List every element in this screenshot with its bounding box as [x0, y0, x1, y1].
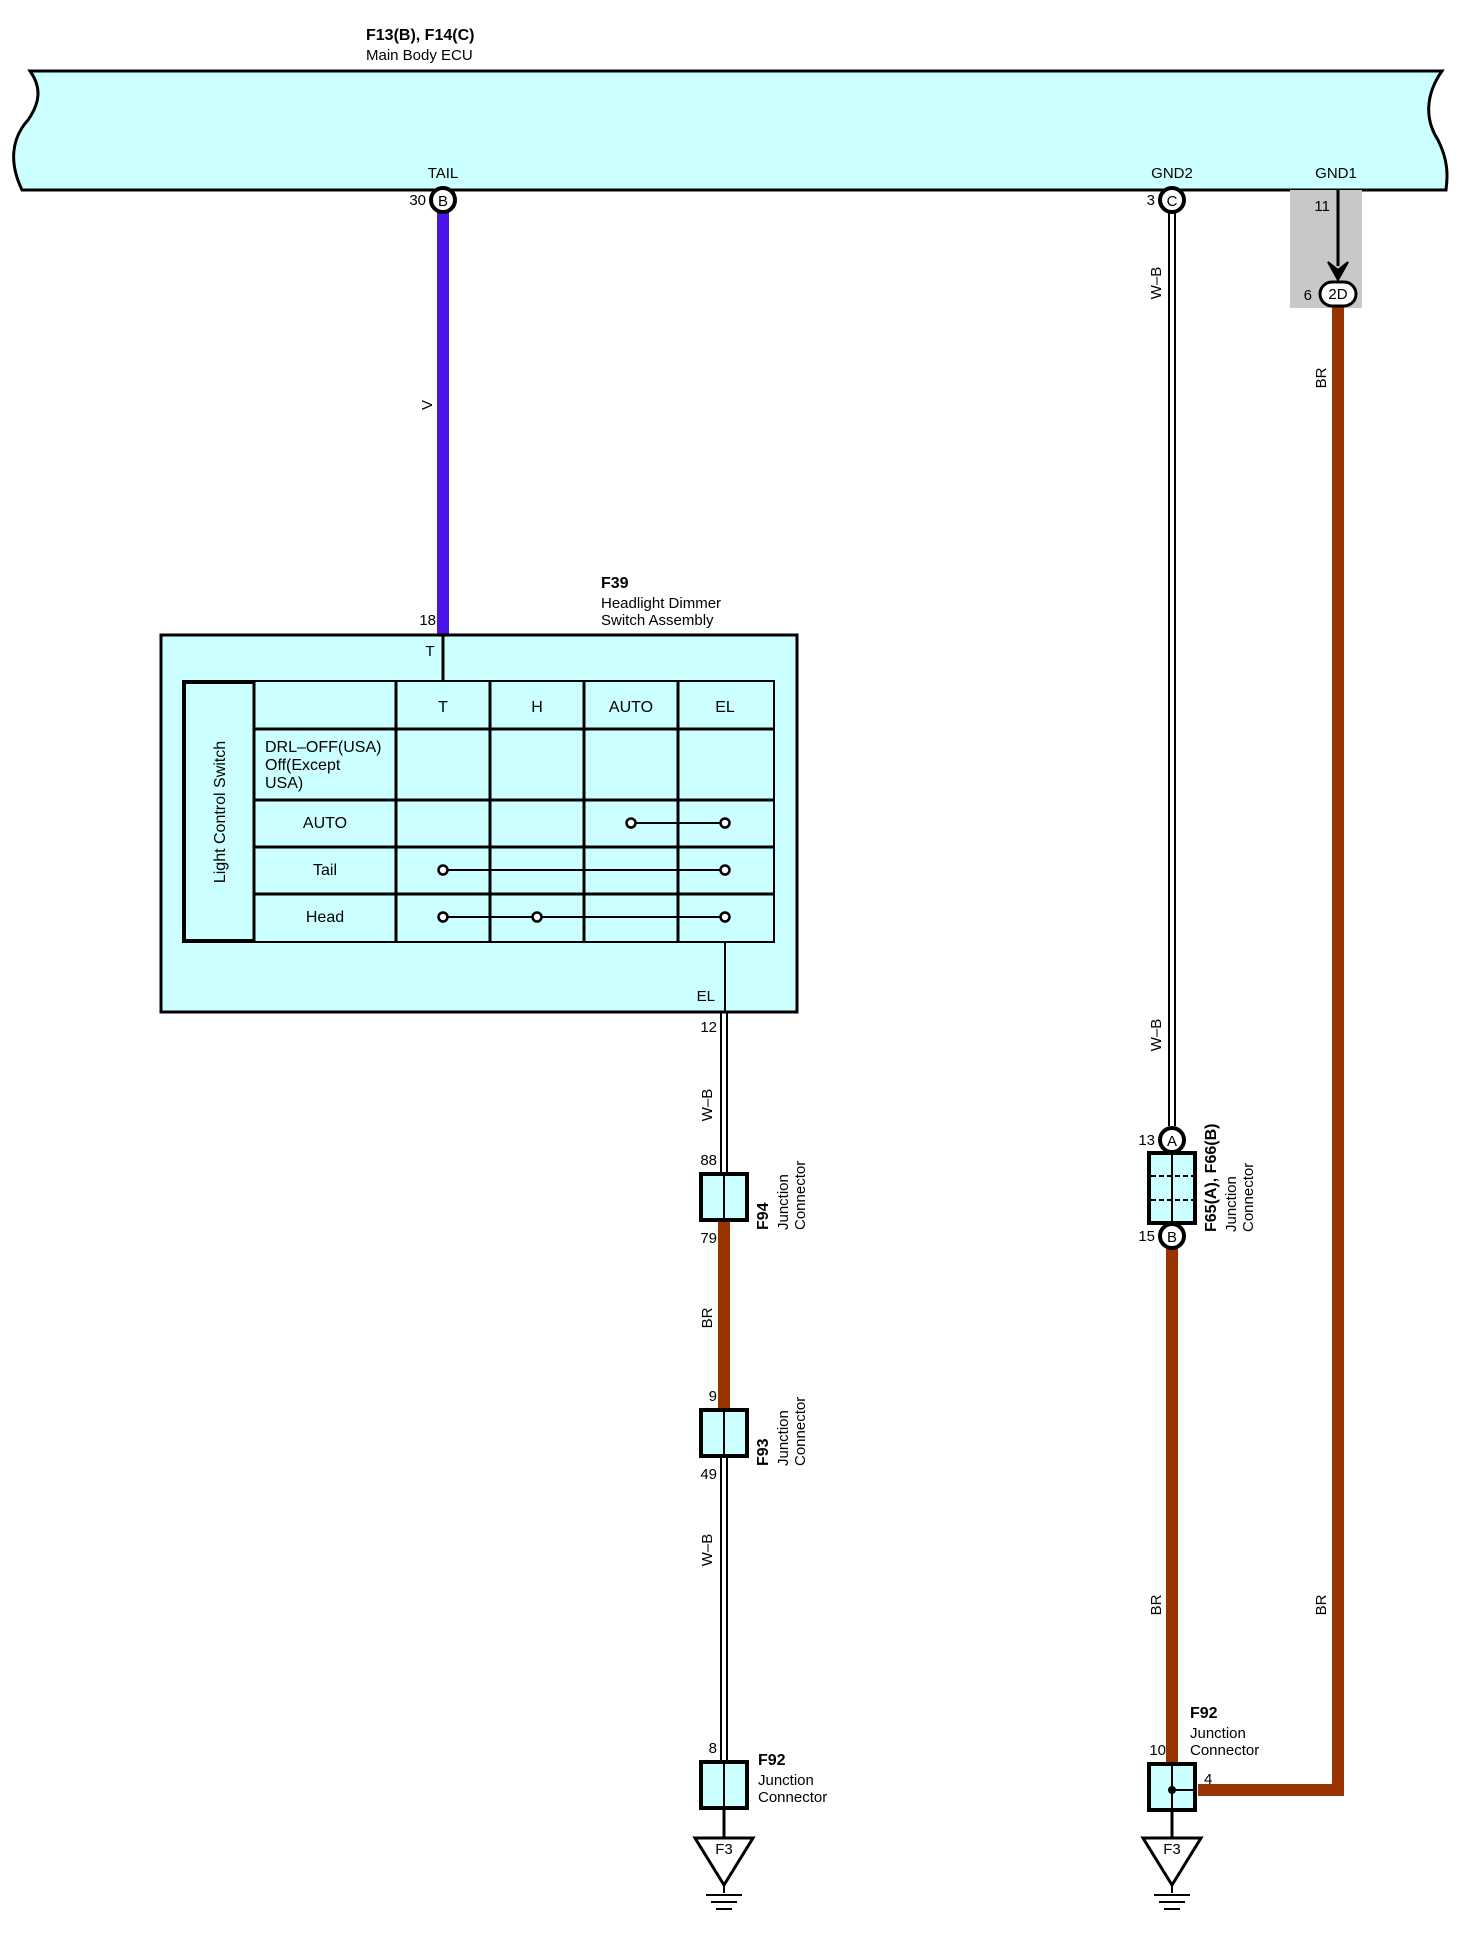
f93-pin-out: 49: [700, 1466, 717, 1483]
switch-name-line2: Switch Assembly: [601, 612, 714, 629]
f94-line2: Connector: [792, 1161, 809, 1230]
f65-line1: Junction: [1223, 1176, 1240, 1232]
f92-right-splice-dot: [1168, 1786, 1176, 1794]
row-label-drl-off-2: Off(Except: [265, 757, 341, 774]
f92-right-code: F92: [1190, 1705, 1218, 1722]
tail-pin-marker: [429, 186, 457, 214]
light-control-switch-title: Light Control Switch: [212, 741, 229, 883]
gnd1-pin-num: 11: [1314, 198, 1330, 215]
continuity-auto-auto: [625, 817, 637, 829]
jb-2d-label: 2D: [1328, 286, 1347, 303]
wire-wb1-label: W–B: [699, 1089, 716, 1122]
gnd2-pin-conn: C: [1167, 193, 1178, 210]
ground-right-label: F3: [1163, 1841, 1181, 1858]
row-label-tail: Tail: [313, 862, 337, 879]
wire-gnd1-br-bottom-label: BR: [1313, 1594, 1330, 1615]
jb-2d-marker: [1318, 280, 1358, 308]
f93-line1: Junction: [775, 1410, 792, 1466]
wire-gnd1-br: [1198, 305, 1344, 1796]
f92-left-line2: Connector: [758, 1789, 827, 1806]
continuity-head-t: [437, 911, 449, 923]
ground-left-label: F3: [715, 1841, 733, 1858]
row-label-drl-off-3: USA): [265, 775, 303, 792]
switch-code: F39: [601, 575, 629, 592]
ground-right-triangle: [1140, 1836, 1204, 1888]
f65-conn-out: B: [1167, 1229, 1177, 1246]
f94-pin-out: 79: [700, 1230, 717, 1247]
ecu-body: [12, 69, 1449, 192]
f65-line2: Connector: [1240, 1163, 1257, 1232]
switch-pin-t-name: T: [425, 643, 434, 660]
wire-gnd2-wb-top-label: W–B: [1148, 267, 1165, 300]
row-label-head: Head: [306, 909, 344, 926]
f92-right-pin-in: 10: [1149, 1742, 1166, 1759]
f92-right-line2: Connector: [1190, 1742, 1259, 1759]
wire-gnd2-br-label: BR: [1148, 1594, 1165, 1615]
f93-pin-in: 9: [709, 1388, 717, 1405]
wire-wb2-label: W–B: [699, 1534, 716, 1567]
continuity-tail-el: [719, 864, 731, 876]
row-label-drl-off-1: DRL–OFF(USA): [265, 739, 381, 756]
f93-code: F93: [755, 1438, 772, 1466]
f65-pin-in: 13: [1138, 1132, 1155, 1149]
f92-left-code: F92: [758, 1752, 786, 1769]
ecu-name: Main Body ECU: [366, 47, 473, 64]
f65-code: F65(A), F66(B): [1203, 1124, 1220, 1232]
f92-right-line1: Junction: [1190, 1725, 1246, 1742]
gnd2-pin-marker: [1158, 186, 1186, 214]
continuity-head-h: [531, 911, 543, 923]
wire-gnd2-wb-bottom-label: W–B: [1148, 1019, 1165, 1052]
col-header-t: T: [438, 699, 448, 716]
ecu-pin-tail-name: TAIL: [428, 165, 459, 182]
f92-left-line1: Junction: [758, 1772, 814, 1789]
ecu-code: F13(B), F14(C): [366, 27, 474, 44]
row-label-auto: AUTO: [303, 815, 347, 832]
gnd2-pin-num: 3: [1147, 192, 1155, 209]
switch-pin-el-num: 12: [700, 1019, 717, 1036]
f94-code: F94: [755, 1202, 772, 1230]
continuity-tail-t: [437, 864, 449, 876]
f94-pin-in: 88: [700, 1152, 717, 1169]
continuity-auto-el: [719, 817, 731, 829]
tail-pin-num: 30: [409, 192, 426, 209]
f93-line2: Connector: [792, 1397, 809, 1466]
switch-name-line1: Headlight Dimmer: [601, 595, 721, 612]
wire-v-label: V: [419, 400, 436, 410]
ground-left-triangle: [692, 1836, 756, 1888]
f65-pin-b-marker: [1158, 1222, 1186, 1250]
f65-pin-out: 15: [1138, 1228, 1155, 1245]
gnd1-arrow-head: [1327, 261, 1349, 283]
tail-pin-conn: B: [438, 193, 448, 210]
switch-pin-t-num: 18: [419, 612, 436, 629]
ecu-pin-gnd1-name: GND1: [1315, 165, 1357, 182]
wire-br1-label: BR: [699, 1307, 716, 1328]
jb-2d-num: 6: [1304, 287, 1312, 304]
col-header-auto: AUTO: [609, 699, 653, 716]
switch-pin-el-name: EL: [697, 988, 715, 1005]
wire-gnd1-br-top-label: BR: [1313, 367, 1330, 388]
switch-table-grid-area: [254, 682, 773, 941]
ecu-pin-gnd2-name: GND2: [1151, 165, 1193, 182]
continuity-head-el: [719, 911, 731, 923]
col-header-h: H: [531, 699, 543, 716]
col-header-el: EL: [715, 699, 735, 716]
f65-conn-in: A: [1167, 1133, 1177, 1150]
f92-right-pin-in2: 4: [1204, 1771, 1212, 1788]
f94-line1: Junction: [775, 1174, 792, 1230]
f92-left-pin: 8: [709, 1740, 717, 1757]
